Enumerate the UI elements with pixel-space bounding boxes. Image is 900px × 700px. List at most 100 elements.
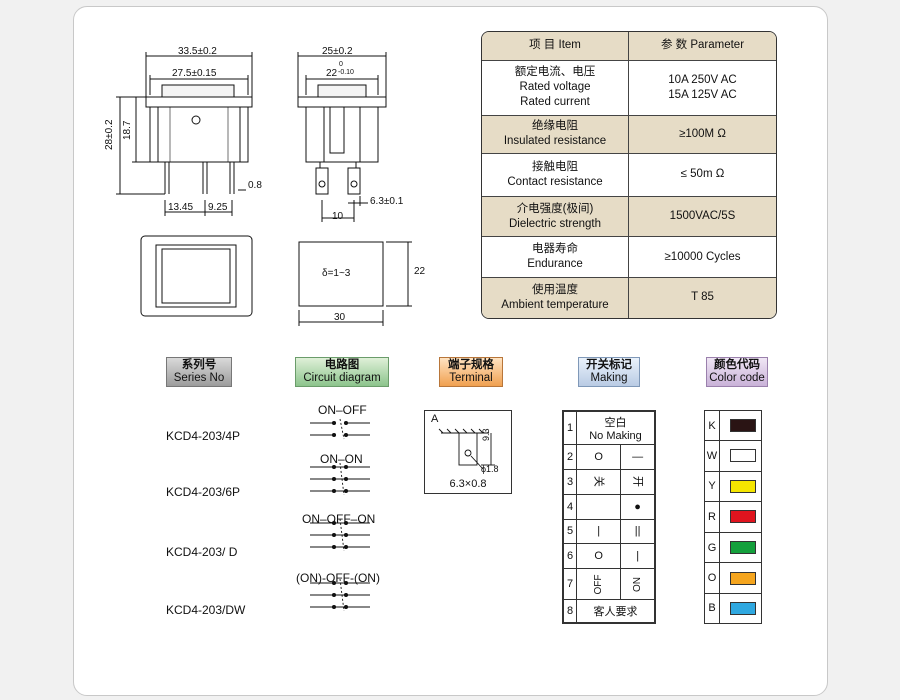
circuit-type-3: ON–OFF–ON	[302, 512, 376, 526]
param-row-temperature-name: 使用温度 Ambient temperature	[482, 276, 629, 318]
param-en: Insulated resistance	[503, 135, 607, 148]
header-circuit-cn: 电路图	[324, 359, 360, 371]
header-circuit-en: Circuit diagram	[303, 372, 381, 384]
color-swatch	[730, 449, 756, 463]
making-7-left: OFF	[575, 568, 622, 601]
param-row-temperature-value: T 85	[628, 276, 776, 318]
color-code: O	[705, 562, 720, 594]
dim-front-width-inner: 27.5±0.15	[172, 68, 217, 79]
header-series-en: Series No	[173, 372, 225, 384]
param-en: Ambient temperature	[501, 298, 609, 311]
param-en: Rated voltage	[519, 81, 591, 94]
param-row-dielectric-name: 介电强度(极间) Dielectric strength	[482, 195, 629, 238]
making-2-left: O	[575, 444, 622, 470]
color-code: G	[705, 532, 720, 564]
making-2-right: —	[620, 444, 655, 470]
making-6-left: O	[575, 543, 622, 570]
header-color-cn: 颜色代码	[714, 359, 760, 371]
param-en: Contact resistance	[507, 175, 603, 188]
param-value: 15A 125V AC	[668, 88, 737, 101]
dim-bottom-width: 30	[334, 312, 346, 323]
color-swatch	[730, 601, 756, 615]
header-color-en: Color code	[709, 372, 765, 384]
color-code: K	[705, 411, 720, 441]
making-no: 8	[563, 599, 577, 623]
param-cn: 电器寿命	[532, 243, 578, 256]
color-swatch	[730, 541, 756, 555]
param-row-contact-name: 接触电阻 Contact resistance	[482, 153, 629, 197]
terminal-size: 6.3×0.8	[449, 478, 487, 490]
dim-side-width-outer: 25±0.2	[322, 46, 353, 57]
dim-front-pin-gap-1: 13.45	[168, 202, 194, 213]
making-1-text: 空白 No Making	[576, 410, 655, 446]
dim-side-tol-upper: 0	[339, 61, 343, 68]
dim-front-width-outer: 33.5±0.2	[178, 46, 217, 57]
making-3-left: 关	[586, 459, 612, 504]
dim-front-height-body: 18.7	[122, 120, 133, 140]
param-cn: 额定电流、电压	[514, 66, 596, 79]
color-swatch	[730, 479, 756, 493]
series-model-3: KCD4-203/ D	[166, 545, 238, 559]
param-cn: 绝缘电阻	[532, 120, 578, 133]
header-color: 颜色代码 Color code	[706, 357, 768, 387]
making-no: 5	[563, 518, 577, 545]
dim-side-tol-lower: -0.10	[338, 69, 354, 76]
bottom-thickness-note: δ=1~3	[322, 268, 351, 279]
color-code: R	[705, 501, 720, 533]
param-row-rated-value: 10A 250V AC 15A 125V AC	[628, 59, 776, 116]
param-row-insulation-name: 绝缘电阻 Insulated resistance	[482, 114, 629, 155]
header-terminal: 端子规格 Terminal	[439, 357, 503, 387]
making-6-right: |	[620, 543, 655, 570]
making-no: 6	[563, 543, 577, 570]
series-model-2: KCD4-203/6P	[166, 485, 241, 499]
making-7-left-text: OFF	[593, 574, 605, 595]
dim-front-pin-thickness: 0.8	[248, 180, 262, 191]
making-no: 7	[563, 568, 577, 601]
param-cn: 接触电阻	[532, 160, 578, 173]
series-model-1: KCD4-203/4P	[166, 429, 241, 443]
parameter-table: 项 目 Item 参 数 Parameter 额定电流、电压 Rated vol…	[481, 31, 777, 319]
color-code: Y	[705, 471, 720, 503]
terminal-box: A 9.3 ϕ1.8 6.3×0.8	[424, 410, 512, 494]
color-code: W	[705, 440, 720, 472]
dim-front-pin-gap-2: 9.25	[208, 202, 228, 213]
param-row-endurance-name: 电器寿命 Endurance	[482, 236, 629, 278]
making-no: 2	[563, 444, 577, 470]
making-7-right: ON	[620, 568, 655, 601]
circuit-type-2: ON–ON	[320, 452, 363, 466]
making-en: No Making	[589, 430, 642, 443]
terminal-drawing	[438, 428, 495, 470]
header-series: 系列号 Series No	[166, 357, 232, 387]
making-5-left: |	[575, 518, 622, 545]
dim-side-width-inner: 22	[326, 68, 338, 79]
circuit-type-1: ON–OFF	[318, 403, 367, 417]
param-row-endurance-value: ≥10000 Cycles	[628, 236, 776, 278]
color-swatch	[730, 419, 756, 432]
param-header-parameter: 参 数 Parameter	[628, 32, 776, 61]
param-row-rated-name: 额定电流、电压 Rated voltage Rated current	[482, 59, 629, 116]
color-code: B	[705, 593, 720, 623]
making-no: 4	[563, 493, 577, 520]
color-table: K W Y R G O B	[704, 410, 762, 624]
color-swatch	[730, 510, 756, 524]
dimension-drawings	[116, 52, 412, 326]
header-circuit: 电路图 Circuit diagram	[295, 357, 389, 387]
param-row-dielectric-value: 1500VAC/5S	[628, 195, 776, 238]
param-header-item: 项 目 Item	[482, 32, 629, 61]
param-cn: 使用温度	[532, 283, 578, 296]
terminal-hole: ϕ1.8	[481, 464, 499, 474]
color-swatch	[730, 571, 756, 585]
making-cn: 空白	[604, 417, 627, 430]
dim-front-height-total: 28±0.2	[104, 119, 115, 150]
making-8-text: 客人要求	[576, 599, 655, 623]
header-making-en: Making	[590, 372, 628, 384]
param-en: Rated current	[520, 96, 590, 109]
making-3-right: 开	[625, 464, 651, 499]
making-no: 3	[563, 468, 577, 495]
making-7-right-text: ON	[632, 576, 644, 592]
param-value: 10A 250V AC	[668, 73, 737, 86]
circuit-diagrams	[310, 418, 370, 612]
making-5-right: ||	[620, 518, 655, 545]
making-no: 1	[563, 410, 577, 446]
param-en: Dielectric strength	[508, 217, 602, 230]
